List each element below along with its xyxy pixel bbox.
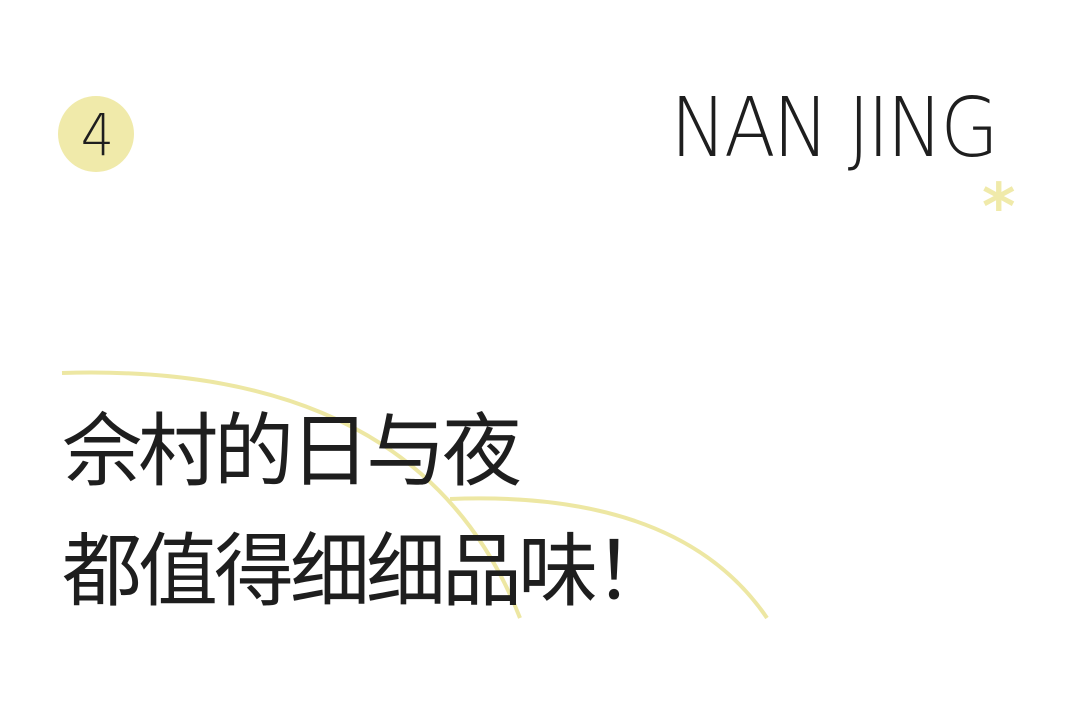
headline: 佘村的日与夜 都值得细细品味！: [62, 392, 674, 632]
page-number: 4: [80, 101, 113, 169]
city-title: NAN JING: [670, 81, 999, 176]
headline-line-1: 佘村的日与夜: [62, 405, 522, 498]
arc-small: [449, 496, 769, 620]
star-icon: *: [982, 171, 1016, 245]
arc-large: [61, 370, 522, 619]
page-number-badge: 4: [58, 96, 134, 172]
headline-line-2: 都值得细细品味！: [62, 525, 674, 618]
